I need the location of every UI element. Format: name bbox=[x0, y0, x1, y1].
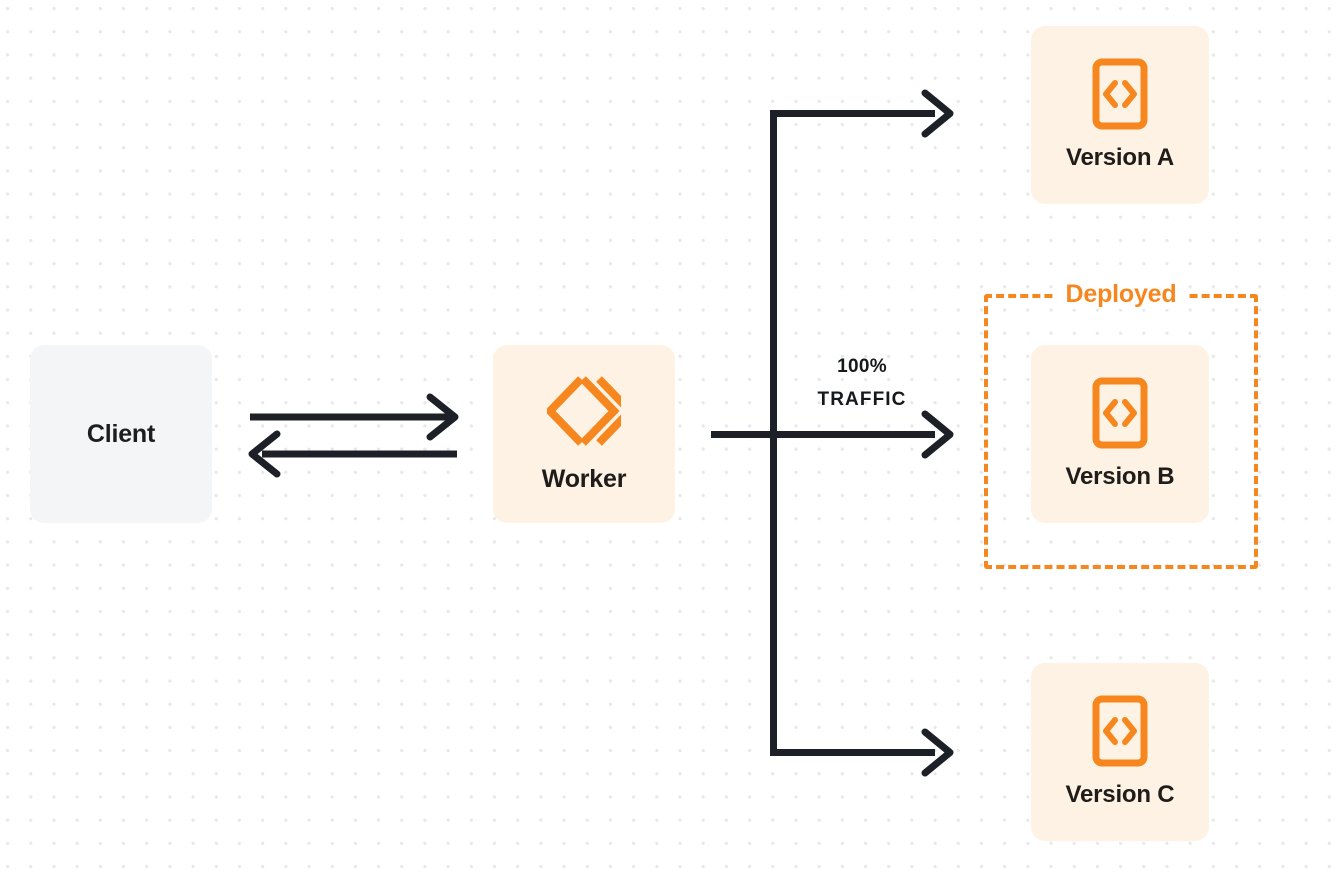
deployed-group-boundary: Deployed bbox=[984, 279, 1258, 569]
deployed-group-label: Deployed bbox=[1053, 279, 1189, 309]
node-version-c-label: Version C bbox=[1065, 781, 1175, 808]
code-file-icon bbox=[1092, 58, 1148, 130]
node-worker-label: Worker bbox=[541, 464, 627, 493]
node-client[interactable]: Client bbox=[30, 345, 212, 523]
node-worker[interactable]: Worker bbox=[493, 345, 675, 523]
cloudflare-workers-logo-icon bbox=[547, 375, 621, 447]
edge-worker-to-version-a bbox=[770, 89, 954, 138]
node-version-c[interactable]: Version C bbox=[1031, 663, 1209, 841]
code-file-icon bbox=[1092, 695, 1148, 767]
traffic-word: TRAFFIC bbox=[817, 389, 907, 410]
traffic-label: 100% TRAFFIC bbox=[782, 350, 942, 416]
node-version-b-label: Version B bbox=[1065, 463, 1175, 490]
node-client-label: Client bbox=[86, 419, 156, 448]
edge-worker-to-version-c bbox=[770, 728, 954, 777]
edge-client-to-worker bbox=[250, 393, 459, 441]
edge-worker-to-version-b bbox=[711, 410, 954, 459]
code-file-icon bbox=[1092, 377, 1148, 449]
traffic-percent: 100% bbox=[837, 356, 887, 377]
node-version-a-label: Version A bbox=[1065, 144, 1175, 171]
node-version-b[interactable]: Version B bbox=[1031, 345, 1209, 523]
edge-worker-to-client bbox=[248, 430, 457, 478]
node-version-a[interactable]: Version A bbox=[1031, 26, 1209, 204]
